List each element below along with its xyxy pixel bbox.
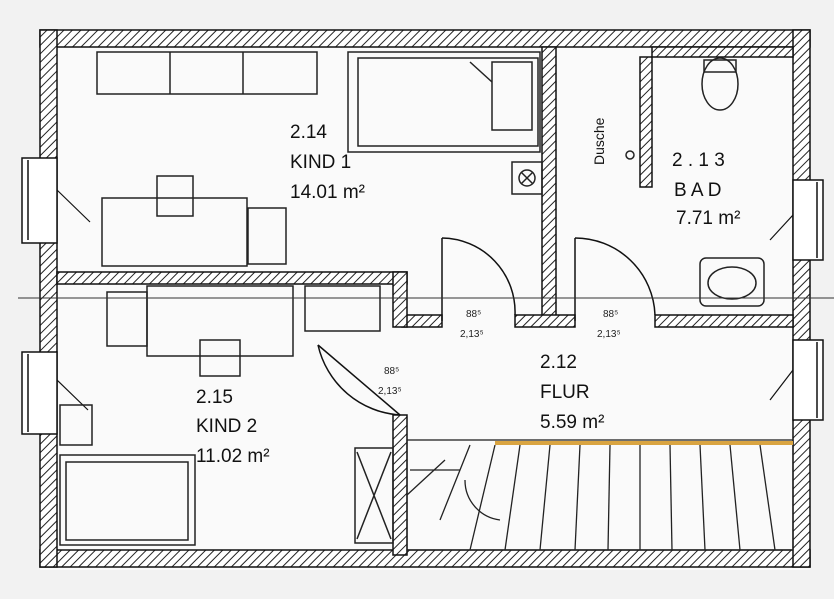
room-number: 2 . 1 3	[672, 150, 725, 171]
room-kind1-label: 2.14 KIND 1 14.01 m²	[290, 122, 365, 203]
door-height: 2,13⁵	[460, 329, 484, 340]
door-width: 88⁵	[466, 309, 481, 320]
floor-area	[40, 30, 810, 570]
wardrobe	[96, 51, 318, 95]
shower-label: Dusche	[591, 117, 607, 165]
door-width: 88⁵	[603, 309, 618, 320]
toilet	[701, 57, 739, 111]
door-height: 2,13⁵	[597, 329, 621, 340]
washbasin	[699, 257, 765, 307]
room-name: KIND 2	[196, 416, 257, 437]
kind1-furniture	[96, 51, 543, 267]
bed	[347, 51, 541, 153]
shelf	[354, 447, 394, 544]
staircase	[406, 439, 794, 551]
bed	[59, 454, 196, 546]
room-area: 14.01 m²	[290, 182, 365, 203]
door-dimension-1: 88⁵ 2,13⁵	[460, 309, 484, 340]
door-dimension-3: 88⁵ 2,13⁵	[378, 366, 402, 397]
door-width: 88⁵	[384, 366, 399, 377]
windows	[21, 157, 824, 435]
room-kind2-label: 2.15 KIND 2 11.02 m²	[196, 387, 270, 467]
room-flur-label: 2.12 FLUR 5.59 m²	[540, 352, 604, 433]
desk-chair	[199, 339, 241, 377]
interior-walls	[56, 46, 794, 556]
door-dimension-2: 88⁵ 2,13⁵	[597, 309, 621, 340]
room-number: 2.12	[540, 352, 577, 373]
shower-head	[625, 150, 635, 160]
room-bad-label: 2 . 1 3 B A D 7.71 m²	[672, 150, 740, 229]
room-name: KIND 1	[290, 152, 351, 173]
room-number: 2.14	[290, 122, 327, 143]
kind2-furniture	[59, 285, 394, 546]
room-area: 7.71 m²	[676, 208, 740, 229]
room-number: 2.15	[196, 387, 233, 408]
bath-fixtures	[625, 57, 765, 307]
room-name: B A D	[674, 180, 722, 201]
room-area: 11.02 m²	[196, 446, 270, 467]
desk-chair	[156, 175, 194, 217]
doors	[317, 237, 656, 416]
room-area: 5.59 m²	[540, 412, 604, 433]
room-name: FLUR	[540, 382, 590, 403]
door-height: 2,13⁵	[378, 386, 402, 397]
desk	[101, 197, 248, 267]
